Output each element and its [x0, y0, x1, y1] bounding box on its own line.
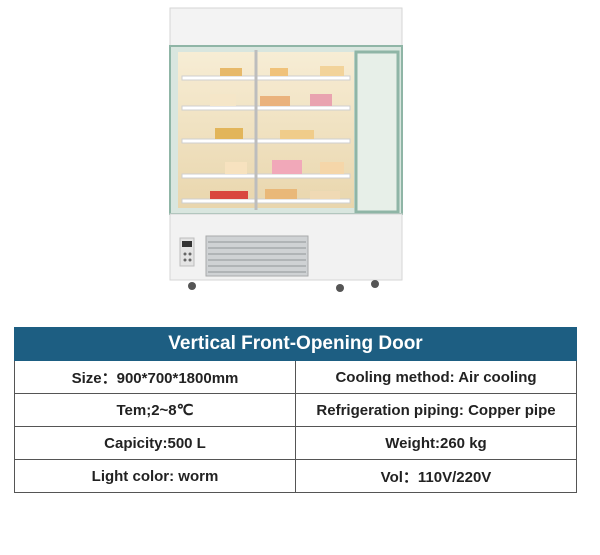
- spec-cell: Weight:260 kg: [295, 426, 577, 460]
- spec-cell: Size：900*700*1800mm: [14, 360, 296, 394]
- spec-table: Vertical Front-Opening Door Size：900*700…: [14, 327, 577, 493]
- spec-row: Tem;2~8℃ Refrigeration piping: Copper pi…: [14, 393, 577, 427]
- spec-row: Size：900*700*1800mm Cooling method: Air …: [14, 360, 577, 394]
- spec-cell: Vol：110V/220V: [295, 459, 577, 493]
- spec-table-header-row: Vertical Front-Opening Door: [14, 327, 577, 361]
- spec-row: Capicity:500 L Weight:260 kg: [14, 426, 577, 460]
- spec-cell: Cooling method: Air cooling: [295, 360, 577, 394]
- control-panel-icon: [179, 237, 195, 267]
- display-cabinet-image: [169, 7, 403, 292]
- vent-grille: [205, 235, 309, 277]
- spec-cell: Refrigeration piping: Copper pipe: [295, 393, 577, 427]
- spec-cell: Light color: worm: [14, 459, 296, 493]
- cabinet-canopy: [169, 7, 403, 47]
- side-glass: [354, 50, 400, 214]
- caster-wheel-icon: [188, 280, 379, 292]
- cakes: [210, 66, 344, 199]
- spec-cell: Capicity:500 L: [14, 426, 296, 460]
- spec-cell: Tem;2~8℃: [14, 393, 296, 427]
- spec-table-title: Vertical Front-Opening Door: [14, 327, 577, 361]
- spec-row: Light color: worm Vol：110V/220V: [14, 459, 577, 493]
